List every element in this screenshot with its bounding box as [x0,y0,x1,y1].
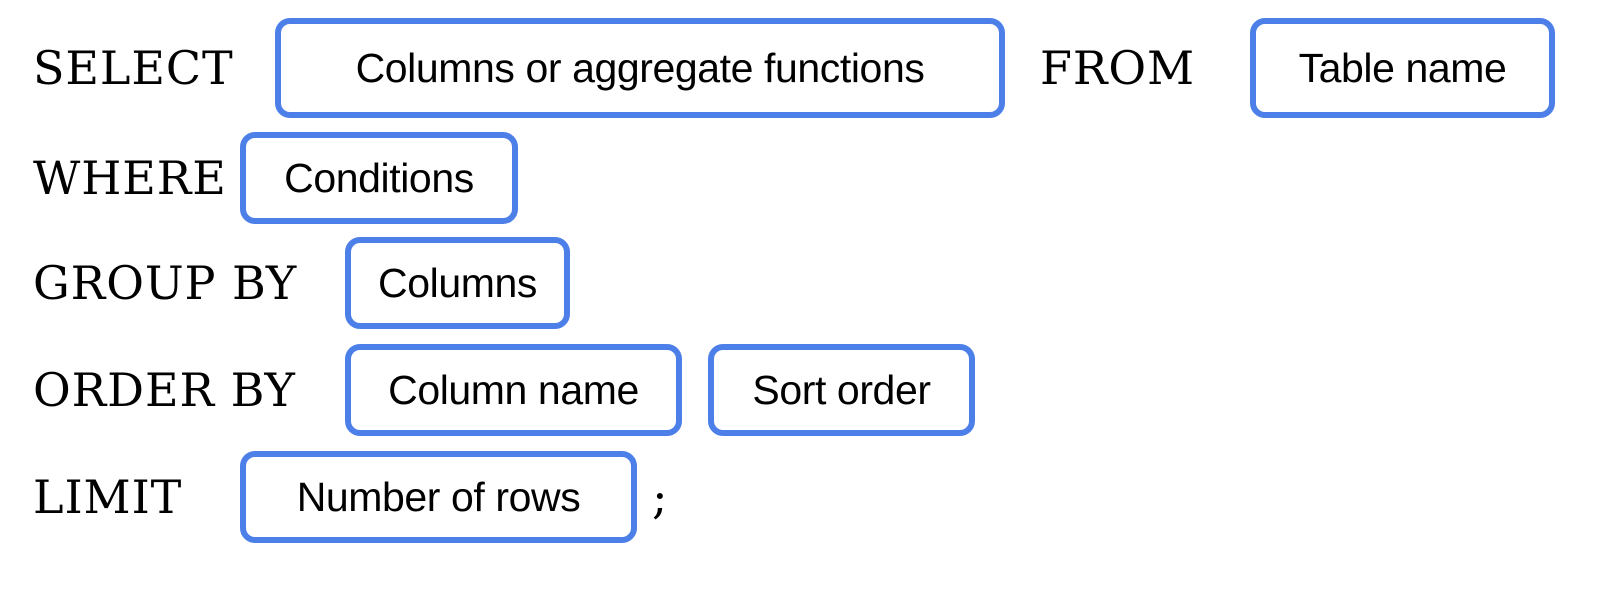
placeholder-table-name[interactable]: Table name [1250,18,1555,118]
keyword-order-by: ORDER BY [33,363,296,417]
placeholder-label: Sort order [752,366,931,413]
keyword-group-by: GROUP BY [33,256,298,310]
placeholder-columns-or-aggregate-functions[interactable]: Columns or aggregate functions [275,18,1005,118]
placeholder-label: Table name [1298,44,1507,91]
keyword-limit: LIMIT [33,470,183,524]
placeholder-conditions[interactable]: Conditions [240,132,518,224]
placeholder-number-of-rows[interactable]: Number of rows [240,451,637,543]
placeholder-columns[interactable]: Columns [345,237,570,329]
statement-terminator-semicolon: ; [652,470,668,524]
placeholder-sort-order[interactable]: Sort order [708,344,975,436]
keyword-from: FROM [1040,41,1196,95]
placeholder-column-name[interactable]: Column name [345,344,682,436]
placeholder-label: Columns [378,259,537,306]
placeholder-label: Conditions [284,154,474,201]
keyword-select: SELECT [33,41,234,95]
placeholder-label: Columns or aggregate functions [355,44,925,91]
placeholder-label: Number of rows [296,473,581,520]
placeholder-label: Column name [388,366,639,413]
keyword-where: WHERE [33,151,227,205]
